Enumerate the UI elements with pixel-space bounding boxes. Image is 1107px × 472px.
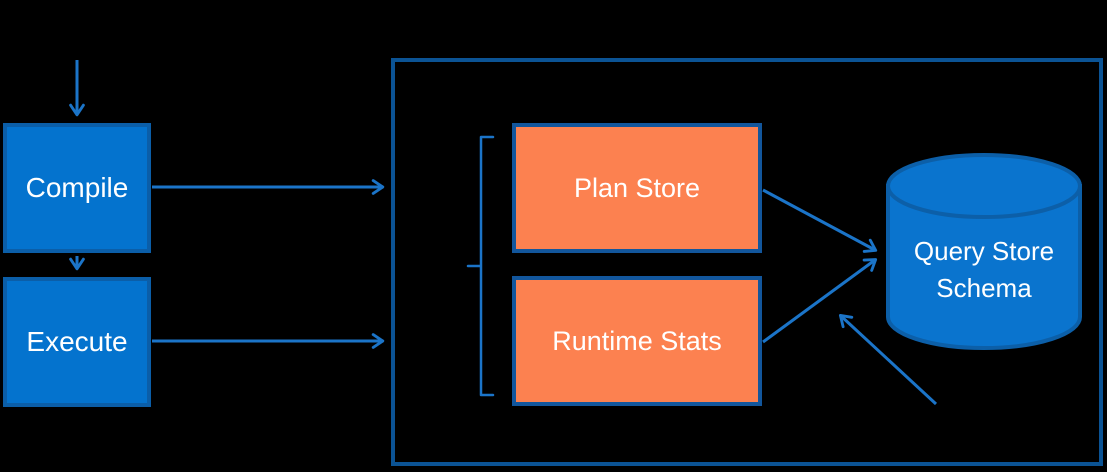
query-store-schema-label: Query Store Schema [913,236,1055,303]
group-brace [466,135,495,397]
arrow-runtime-stats-to-schema [762,258,878,344]
plan-store-label: Plan Store [573,172,701,203]
compile-node: Compile [3,123,151,253]
arrow-bottom-right-upleft [838,314,938,406]
cylinder-body [886,184,1082,350]
arrow-plan-store-to-schema [762,188,878,253]
database-cylinder-icon [886,153,1082,350]
cylinder-top [886,153,1082,219]
execute-node: Execute [3,277,151,407]
compile-label: Compile [25,172,129,203]
runtime-stats-label: Runtime Stats [552,325,722,356]
query-store-container-box [391,58,1103,466]
plan-store-node: Plan Store [512,123,762,253]
execute-label: Execute [26,326,128,357]
runtime-stats-node: Runtime Stats [512,276,762,406]
